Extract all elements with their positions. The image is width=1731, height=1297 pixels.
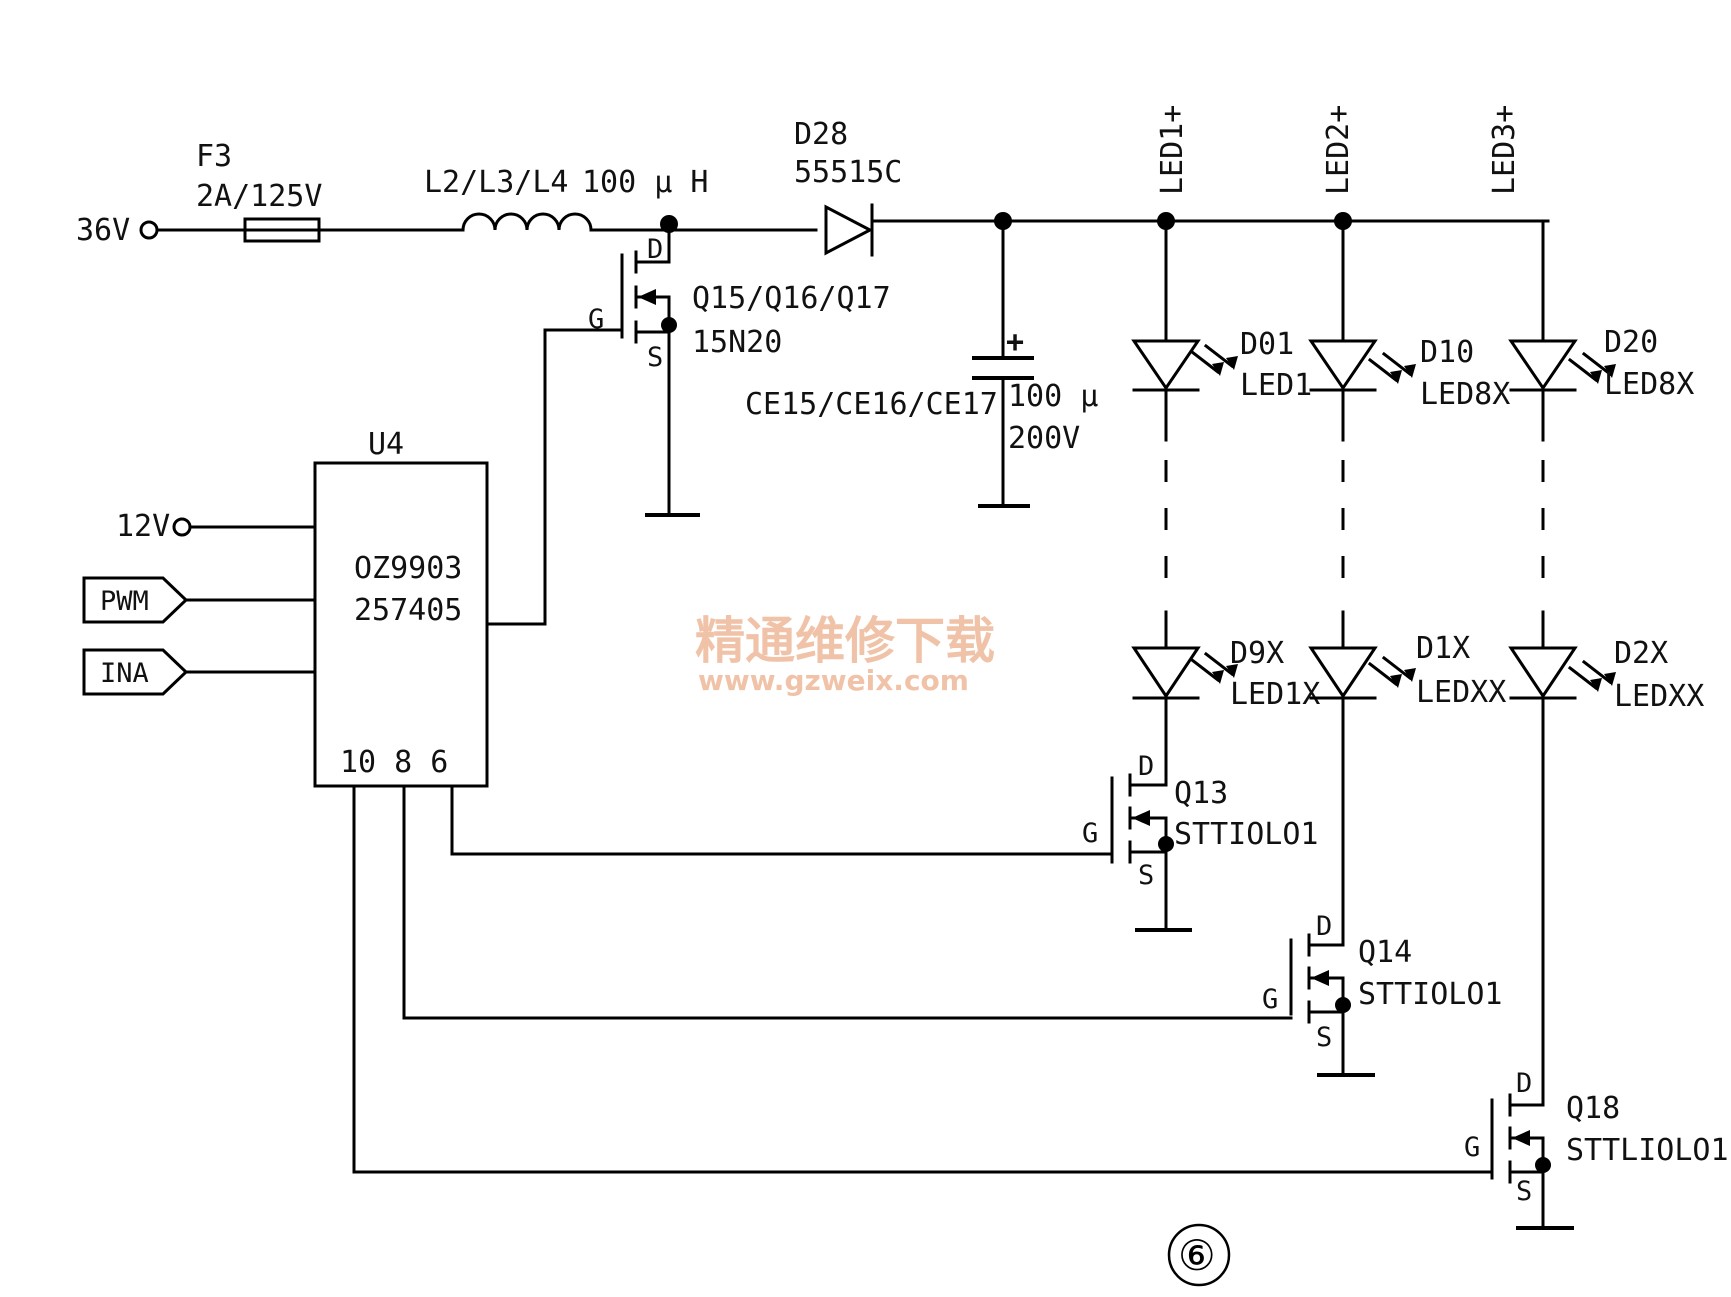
diode-ref: D28	[794, 117, 848, 152]
led-d20-ref: D20	[1604, 325, 1658, 360]
q18-gate-label: G	[1464, 1132, 1480, 1163]
q13-ref: Q13	[1174, 776, 1228, 811]
q18-drain-label: D	[1516, 1068, 1532, 1099]
cap-plus-label: +	[1006, 325, 1024, 360]
led-d9x-ref: D9X	[1230, 636, 1284, 671]
q15-drain-label: D	[647, 234, 663, 265]
q14-gate-label: G	[1262, 984, 1278, 1015]
cap-value2: 200V	[1008, 421, 1080, 456]
inductor-ref: L2/L3/L4	[424, 165, 569, 200]
input-pwm-label: PWM	[100, 586, 149, 617]
led-d10-ref: D10	[1420, 335, 1474, 370]
input-ina-label: INA	[100, 658, 149, 689]
q18-ref: Q18	[1566, 1091, 1620, 1126]
q15-ref: Q15/Q16/Q17	[692, 281, 891, 316]
led-string-1: D01 LED1 D9X LED1X	[1131, 219, 1320, 762]
input-ina: INA	[82, 648, 317, 696]
output-led2-plus: LED2+	[1321, 105, 1356, 195]
wire-pin8-q14	[402, 784, 1293, 1020]
q18-val: STTLIOLO1	[1566, 1133, 1729, 1168]
q14-ref: Q14	[1358, 935, 1412, 970]
q13-source-label: S	[1138, 860, 1154, 891]
input-12v-label: 12V	[116, 509, 170, 544]
cap-value1: 100 μ	[1008, 379, 1098, 414]
led-string-3: D20 LED8X D2X LEDXX	[1508, 219, 1704, 1082]
capacitor-ce15-ce16-ce17: + CE15/CE16/CE17 100 μ 200V	[745, 219, 1098, 508]
figure-number-circle	[1167, 1223, 1231, 1287]
ic-u4-body	[313, 461, 489, 788]
fuse-f3: F3 2A/125V	[196, 139, 322, 243]
figure-number: ⑥	[1178, 1231, 1216, 1280]
wire-pin10-q18	[352, 784, 1494, 1174]
led-d20-val: LED8X	[1604, 367, 1694, 402]
watermark-url: www.gzweix.com	[698, 664, 969, 697]
inductor-value: 100 μ H	[582, 165, 708, 200]
diode-d28: D28 55515C	[794, 117, 902, 257]
ic-u4-part: OZ9903	[354, 551, 462, 586]
q14-val: STTIOLO1	[1358, 977, 1503, 1012]
q14-source-label: S	[1316, 1022, 1332, 1053]
ic-u4-pins: 10 8 6	[340, 745, 448, 780]
fuse-ref: F3	[196, 139, 232, 174]
q13-drain-label: D	[1138, 751, 1154, 782]
q13-val: STTIOLO1	[1174, 817, 1319, 852]
mosfet-q18: D G S Q18 STTLIOLO1	[1464, 1068, 1729, 1230]
ic-u4-ref: U4	[368, 427, 404, 462]
diode-symbol	[824, 204, 874, 256]
wire-pin6-q13	[450, 784, 1114, 856]
led-d9x-val: LED1X	[1230, 677, 1320, 712]
led-d01-val: LED1	[1240, 368, 1312, 403]
led-d2x-ref: D2X	[1614, 636, 1668, 671]
input-36v: 36V	[76, 213, 159, 248]
mosfet-q15-q16-q17: D G S Q15/Q16/Q17 15N20	[543, 222, 891, 626]
fuse-value: 2A/125V	[196, 179, 322, 214]
led-d1x-val: LEDXX	[1416, 675, 1506, 710]
diode-value: 55515C	[794, 155, 902, 190]
led-d01-ref: D01	[1240, 327, 1294, 362]
q13-gate-label: G	[1082, 818, 1098, 849]
ic-u4: U4 OZ9903 257405 10 8 6	[313, 427, 489, 788]
led-string-2: D10 LED8X D1X LEDXX	[1308, 219, 1510, 922]
input-pwm: PWM	[82, 576, 317, 624]
input-12v: 12V	[116, 509, 317, 544]
led-d10-val: LED8X	[1420, 377, 1510, 412]
inductor-l2-l3-l4: L2/L3/L4 100 μ H	[424, 165, 708, 232]
led-d1x-ref: D1X	[1416, 631, 1470, 666]
input-36v-terminal	[139, 220, 159, 240]
ic-u4-code: 257405	[354, 593, 462, 628]
q15-source-label: S	[647, 342, 663, 373]
mosfet-q13: D G S Q13 STTIOLO1	[1082, 751, 1319, 932]
output-led3-plus: LED3+	[1487, 105, 1522, 195]
q14-drain-label: D	[1316, 911, 1332, 942]
watermark-chinese: 精通维修下载	[695, 612, 995, 670]
q15-value: 15N20	[692, 325, 782, 360]
inductor-symbol	[461, 212, 593, 232]
q15-gate-label: G	[588, 304, 604, 335]
output-led1-plus: LED1+	[1155, 105, 1190, 195]
led-d2x-val: LEDXX	[1614, 679, 1704, 714]
mosfet-q14: D G S Q14 STTIOLO1	[1262, 911, 1503, 1077]
input-36v-label: 36V	[76, 213, 130, 248]
cap-ref: CE15/CE16/CE17	[745, 387, 998, 422]
q18-source-label: S	[1516, 1176, 1532, 1207]
